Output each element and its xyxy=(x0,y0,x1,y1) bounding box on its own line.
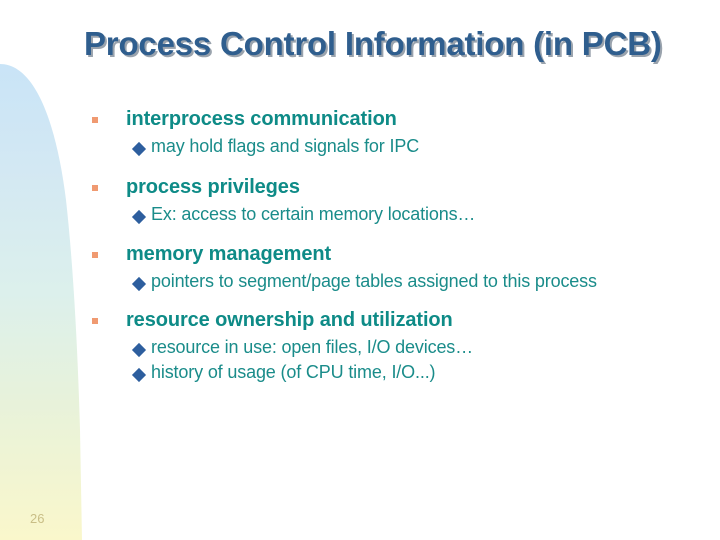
bullet-level1: memory management xyxy=(88,241,702,268)
bullet-level2-label: may hold flags and signals for IPC xyxy=(151,136,420,156)
bullet-level2-label: history of usage (of CPU time, I/O...) xyxy=(151,361,436,382)
bullet-level1: process privileges xyxy=(88,174,702,201)
diamond-bullet-icon xyxy=(131,343,147,358)
bullet-level2-label: pointers to segment/page tables assigned… xyxy=(151,270,597,291)
spacer xyxy=(88,229,702,241)
bullet-level1-label: resource ownership and utilization xyxy=(126,309,453,332)
square-bullet-icon xyxy=(92,251,98,258)
bullet-group: interprocess communication may hold flag… xyxy=(88,106,702,158)
bullet-level1: resource ownership and utilization xyxy=(88,307,702,334)
bullet-level2: Ex: access to certain memory locations… xyxy=(131,203,702,226)
square-bullet-icon xyxy=(92,117,98,123)
bullet-level1: interprocess communication xyxy=(88,106,702,133)
diamond-bullet-icon xyxy=(131,367,147,382)
diamond-bullet-icon xyxy=(131,210,147,225)
square-bullet-icon xyxy=(92,318,98,325)
bullet-level1-label: interprocess communication xyxy=(126,108,397,130)
square-bullet-icon xyxy=(92,185,98,192)
diamond-bullet-icon xyxy=(131,141,147,157)
diamond-bullet-icon xyxy=(131,276,147,291)
slide-title: Process Control Information (in PCB) xyxy=(84,25,662,62)
bullet-level2: may hold flags and signals for IPC xyxy=(131,135,702,158)
bullet-group: process privileges Ex: access to certain… xyxy=(88,174,702,226)
bullet-level2: history of usage (of CPU time, I/O...) xyxy=(131,361,702,384)
bullet-group: resource ownership and utilization resou… xyxy=(88,307,702,384)
spacer xyxy=(88,295,702,307)
bullet-group: memory management pointers to segment/pa… xyxy=(88,241,702,293)
page-number: 26 xyxy=(30,511,45,526)
bullet-level1-label: process privileges xyxy=(126,176,300,199)
bullet-level1-label: memory management xyxy=(126,242,332,265)
bullet-level2-label: Ex: access to certain memory locations… xyxy=(151,204,476,225)
spacer xyxy=(88,160,702,174)
slide-body: interprocess communication may hold flag… xyxy=(88,106,702,386)
bullet-level2: resource in use: open files, I/O devices… xyxy=(131,336,702,359)
bullet-level2-label: resource in use: open files, I/O devices… xyxy=(151,337,474,358)
bullet-level2: pointers to segment/page tables assigned… xyxy=(131,270,702,293)
